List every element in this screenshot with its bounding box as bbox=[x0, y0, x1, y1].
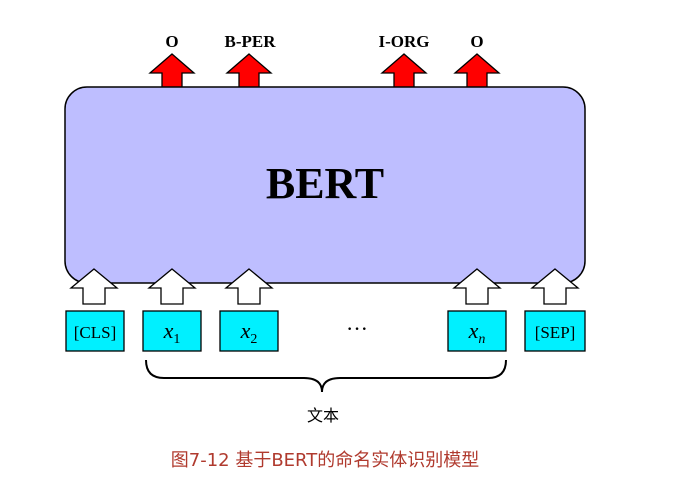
token-xn-sub: n bbox=[478, 332, 485, 347]
input-arrow-x1 bbox=[147, 268, 197, 305]
input-arrow-sep bbox=[530, 268, 580, 305]
token-box-sep bbox=[524, 310, 586, 352]
input-arrow-x2 bbox=[224, 268, 274, 305]
token-x1-base: x bbox=[163, 318, 174, 343]
output-label-2: B-PER bbox=[225, 32, 277, 51]
token-xn-base: x bbox=[468, 318, 479, 343]
output-arrow-3 bbox=[380, 53, 428, 91]
output-arrow-4 bbox=[453, 53, 501, 91]
token-x1-sub: 1 bbox=[173, 332, 180, 347]
output-label-3: I-ORG bbox=[379, 32, 430, 51]
output-arrow-2 bbox=[225, 53, 273, 91]
bert-box bbox=[64, 86, 586, 284]
token-box-xn bbox=[447, 310, 507, 352]
token-box-cls bbox=[65, 310, 125, 352]
input-arrow-cls bbox=[69, 268, 119, 305]
token-x2-base: x bbox=[240, 318, 251, 343]
token-x1-label: x1 bbox=[163, 318, 181, 347]
token-x2-label: x2 bbox=[240, 318, 258, 347]
token-box-x2 bbox=[219, 310, 279, 352]
text-brace bbox=[145, 359, 507, 393]
token-sep-label: [SEP] bbox=[535, 323, 576, 342]
brace-label: 文本 bbox=[307, 406, 339, 425]
token-cls-label: [CLS] bbox=[74, 323, 117, 342]
bert-label: BERT bbox=[266, 159, 384, 208]
token-box-x1 bbox=[142, 310, 202, 352]
output-arrow-1 bbox=[148, 53, 196, 91]
output-label-1: O bbox=[165, 32, 178, 51]
input-arrow-xn bbox=[452, 268, 502, 305]
ellipsis: ··· bbox=[346, 316, 368, 341]
token-xn-label: xn bbox=[468, 318, 486, 347]
token-x2-sub: 2 bbox=[250, 332, 257, 347]
figure-caption: 图7-12 基于BERT的命名实体识别模型 bbox=[171, 450, 480, 471]
output-label-4: O bbox=[470, 32, 483, 51]
